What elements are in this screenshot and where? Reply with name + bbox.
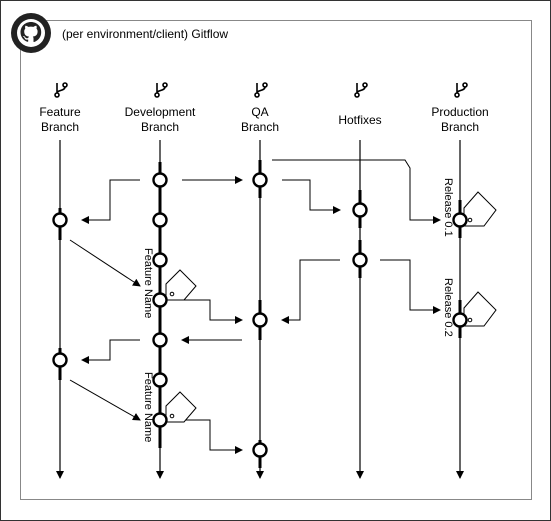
column-label-line1: Development — [124, 105, 196, 119]
hotfix-commit — [352, 202, 368, 218]
feature-commit — [52, 352, 68, 368]
production-commit — [452, 212, 468, 228]
production-commit — [452, 312, 468, 328]
development-commit — [152, 212, 168, 228]
github-icon — [10, 12, 52, 54]
qa-commit — [252, 172, 268, 188]
feature-commit — [52, 212, 68, 228]
column-label-feature: Feature Branch — [10, 105, 110, 135]
column-label-production: Production Branch — [410, 105, 510, 135]
column-label-development: Development Branch — [110, 105, 210, 135]
git-branch-icon — [352, 80, 372, 100]
git-branch-icon — [452, 80, 472, 100]
column-label-line1: Production — [431, 105, 489, 119]
column-label-qa: QA Branch — [210, 105, 310, 135]
tag-icon — [463, 191, 497, 227]
column-label-line1: QA — [251, 105, 269, 119]
dev-to-feature-arrow — [81, 179, 140, 224]
qa-commit — [252, 312, 268, 328]
hotfix-to-production-arrow — [380, 259, 441, 314]
development-commit — [152, 292, 168, 308]
column-label-line1: Hotfixes — [338, 113, 382, 127]
tag-icon — [165, 269, 197, 301]
hotfix-commit — [352, 252, 368, 268]
column-label-line2: Branch — [240, 120, 280, 134]
hotfix-to-qa-arrow — [281, 259, 340, 324]
qa-to-hotfix-arrow — [282, 179, 341, 214]
git-branch-icon — [152, 80, 172, 100]
column-label-line1: Feature — [39, 105, 81, 119]
column-label-line2: Branch — [140, 120, 180, 134]
git-branch-icon — [252, 80, 272, 100]
development-commit — [152, 412, 168, 428]
development-commit — [152, 372, 168, 388]
dev-to-feature-arrow — [81, 339, 140, 364]
git-branch-icon — [52, 80, 72, 100]
release-label: Release 0.2 — [442, 278, 454, 337]
feature-name-label: Feature Name — [142, 372, 154, 443]
dev-to-qa-arrow — [180, 299, 243, 324]
feature-to-dev-arrow — [69, 239, 141, 287]
qa-to-production-arrow — [272, 159, 441, 224]
dev-to-qa-arrow — [180, 419, 243, 454]
release-label: Release 0.1 — [442, 178, 454, 237]
qa-commit — [252, 442, 268, 458]
development-commit — [152, 252, 168, 268]
development-commit — [152, 172, 168, 188]
feature-name-label: Feature Name — [142, 248, 154, 319]
column-label-hotfixes: Hotfixes — [310, 113, 410, 128]
feature-to-dev-arrow — [69, 379, 141, 421]
column-label-line2: Branch — [440, 120, 480, 134]
column-label-line2: Branch — [40, 120, 80, 134]
diagram-inner-frame — [20, 20, 532, 500]
tag-icon — [463, 291, 497, 327]
tag-icon — [165, 391, 197, 423]
diagram-title: (per environment/client) Gitflow — [62, 27, 229, 41]
development-commit — [152, 332, 168, 348]
